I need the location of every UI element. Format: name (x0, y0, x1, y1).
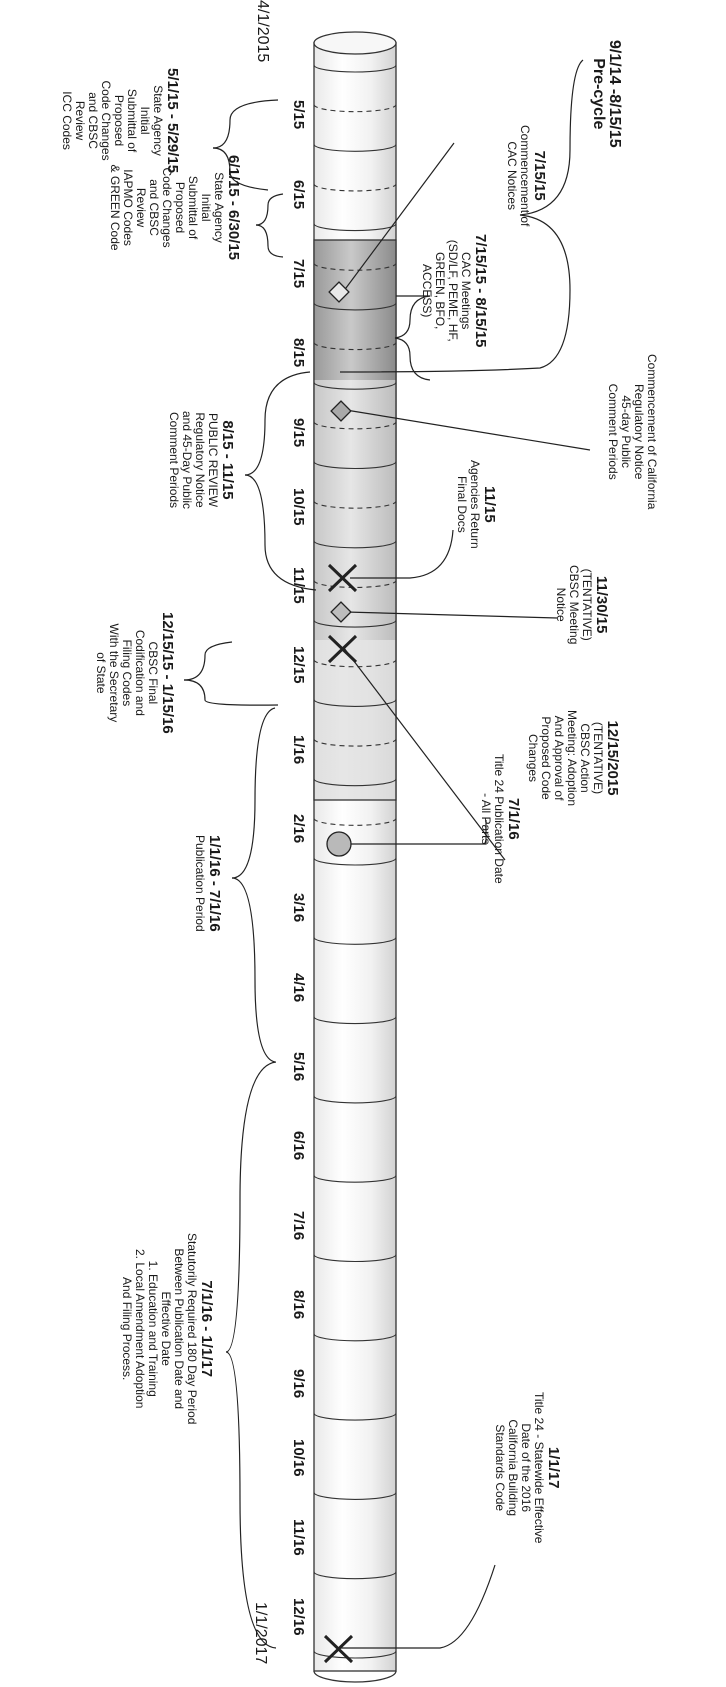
meeting-notice-leader (345, 611, 558, 619)
month-label: 10/16 (290, 1439, 307, 1477)
month-label: 4/16 (290, 972, 307, 1002)
tube-top-cap (313, 31, 397, 55)
tube-bottom-cap (313, 1670, 397, 1683)
cac-notices-leader (342, 142, 455, 293)
final-docs-leader (350, 529, 454, 579)
event-cac-notices: 7/15/15 Commencement of CAC Notices (505, 125, 548, 227)
publication-period-brace (231, 707, 276, 879)
event-final-codification: 12/15/15 - 1/15/16 CBSC Final Codificati… (94, 612, 176, 734)
month-divider (313, 64, 397, 73)
month-label: 11/15 (290, 567, 307, 604)
month-divider (313, 1492, 397, 1500)
action-meeting-x-marker (327, 634, 358, 664)
markers (323, 281, 358, 1664)
month-label: 6/16 (290, 1131, 307, 1161)
regulatory-notice-diamond-marker (330, 400, 352, 422)
meeting-notice-diamond-marker (330, 601, 352, 623)
month-divider (313, 778, 397, 787)
final-docs-x-marker (327, 563, 358, 593)
event-effective-date: 1/1/17 Title 24 - Statewide Effective Da… (493, 1392, 562, 1544)
month-label: 3/16 (290, 893, 307, 923)
event-final-docs: 11/15 Agencies Return Final Docs (455, 460, 498, 549)
month-divider (313, 619, 397, 628)
precycle-brace (339, 59, 584, 373)
end-date-label: 1/1/2017 (252, 1602, 269, 1665)
month-label: 9/15 (290, 417, 307, 447)
event-public-review: 8/15 - 11/15 PUBLIC REVIEW Regulatory No… (167, 411, 236, 510)
month-label: 7/15 (290, 258, 307, 289)
action-meeting-leader (343, 647, 506, 861)
month-divider (313, 461, 397, 470)
month-divider (313, 1650, 397, 1659)
publication-circle-marker (326, 831, 352, 857)
month-label: 8/15 (290, 338, 307, 368)
publication-date-leader (338, 820, 487, 845)
month-divider (313, 302, 397, 311)
month-label: 10/15 (290, 487, 307, 526)
month-divider (313, 699, 397, 707)
final-codification-brace (183, 641, 233, 681)
effective-period-brace (225, 1061, 277, 1353)
month-divider (313, 937, 397, 945)
connector-lines (183, 59, 591, 1649)
month-label: 12/16 (290, 1598, 307, 1636)
month-divider (313, 1095, 397, 1104)
event-action-meeting: 12/15/2015 (TENTATIVE) CBSC Action Meeti… (526, 710, 621, 807)
month-label: 11/16 (290, 1518, 307, 1556)
month-divider (313, 1254, 397, 1263)
event-iapmo-submittal: 6/1/15 - 6/30/15 State Agency Initial Su… (108, 155, 242, 261)
month-label: 7/16 (290, 1210, 307, 1240)
regulatory-notice-leader (345, 409, 591, 451)
month-divider (313, 1016, 397, 1025)
public-review-brace (244, 371, 311, 476)
effective-date-x-marker (323, 1634, 354, 1664)
month-label: 5/16 (290, 1051, 307, 1082)
month-label: 5/15 (290, 100, 307, 130)
event-publication-period: 1/1/16 - 7/1/16 Publication Period (193, 835, 223, 932)
month-divider (313, 540, 397, 549)
event-publication-date: 7/1/16 Title 24 Publication Date - All P… (479, 754, 522, 884)
month-label: 2/16 (290, 814, 307, 844)
month-divider (313, 382, 397, 390)
month-label: 12/15 (290, 646, 307, 684)
month-label: 9/16 (290, 1369, 307, 1399)
cac-notice-diamond-marker (328, 281, 350, 303)
cac-meetings-brace (394, 295, 431, 381)
month-label: 8/16 (290, 1289, 307, 1319)
event-precycle: 9/1/14 -8/15/15 Pre-cycle (590, 40, 623, 148)
month-divider (313, 1571, 397, 1580)
month-divider (313, 1412, 397, 1421)
month-divider (313, 1175, 397, 1183)
start-date-label: 4/1/2015 (254, 0, 271, 63)
month-divider (313, 857, 397, 866)
month-divider (313, 144, 397, 152)
event-cac-meetings: 7/15/15 - 8/15/15 CAC Meetings (SD/LF, P… (420, 234, 489, 348)
month-label: 6/15 (290, 179, 307, 209)
event-meeting-notice: 11/30/15 (TENTATIVE) CBSC Meeting Notice (554, 565, 610, 645)
codification-shading (314, 640, 396, 800)
event-effective-period: 7/1/16 - 1/1/17 Statutorily Required 180… (120, 1233, 215, 1425)
public-review-shading (314, 380, 396, 640)
month-divider (313, 1333, 397, 1342)
month-dividers (313, 64, 397, 1659)
month-label: 1/16 (290, 734, 307, 764)
event-regulatory-notice: Commencement of California Regulatory No… (606, 354, 659, 510)
effective-date-leader (340, 1564, 496, 1649)
